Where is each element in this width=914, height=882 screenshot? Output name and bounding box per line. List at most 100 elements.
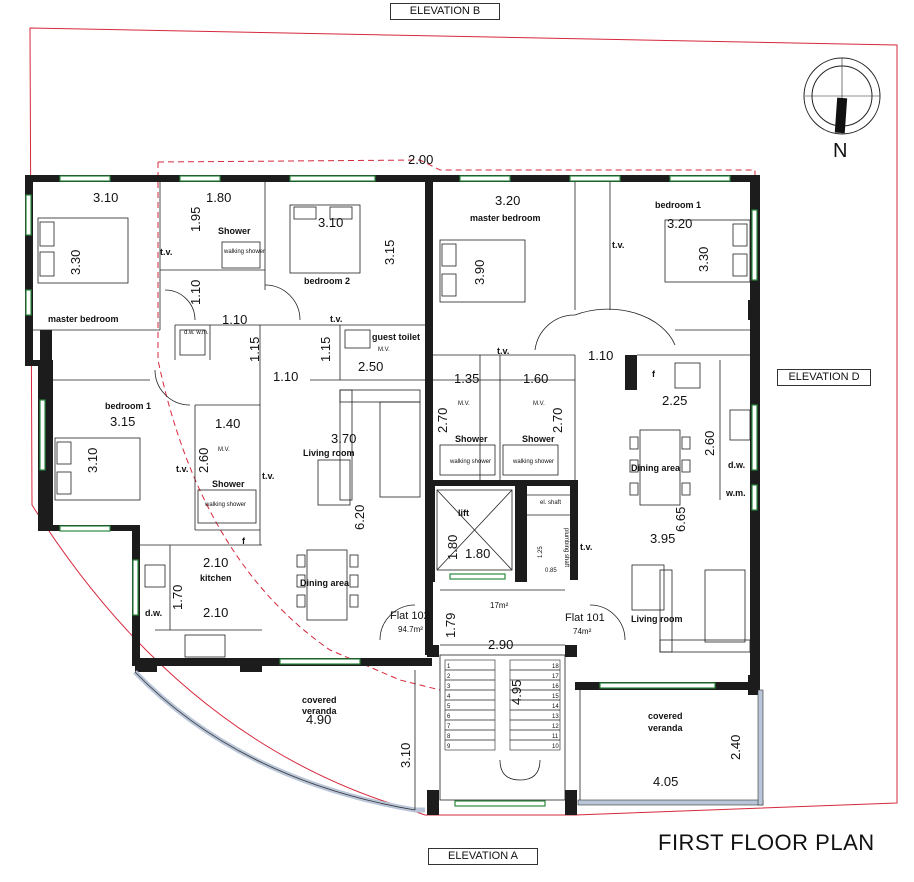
dimension: 2.10 xyxy=(203,605,228,620)
room-label: d.w. xyxy=(145,608,162,618)
room-label: M.V. xyxy=(533,401,545,407)
dimension: 3.10 xyxy=(318,215,343,230)
tv-label: t.v. xyxy=(497,346,509,356)
stair-step-number: 14 xyxy=(552,704,559,710)
dimension: 1.10 xyxy=(588,348,613,363)
room-label: kitchen xyxy=(200,573,232,583)
room-label: lift xyxy=(458,508,469,518)
room-label: walking shower xyxy=(223,249,265,255)
dimension: 1.15 xyxy=(318,337,333,362)
room-label: guest toilet xyxy=(372,332,420,342)
room-label: plumbing shaft xyxy=(563,528,569,567)
dimension: 3.95 xyxy=(650,531,675,546)
dimension: 1.80 xyxy=(206,190,231,205)
dimension: 3.10 xyxy=(85,448,100,473)
stair-step-number: 6 xyxy=(447,714,451,720)
dimension: 1.10 xyxy=(222,312,247,327)
dimension: 3.20 xyxy=(667,216,692,231)
f-label: f xyxy=(652,369,656,379)
dimension: 1.79 xyxy=(443,613,458,638)
tv-label: t.v. xyxy=(330,314,342,324)
flat-102-label: Flat 102 xyxy=(390,610,430,622)
stair-step-number: 3 xyxy=(447,684,451,690)
dimension: 2.70 xyxy=(550,408,565,433)
dimension: 2.40 xyxy=(728,735,743,760)
room-label: Shower xyxy=(212,479,245,489)
dimension: 1.10 xyxy=(188,280,203,305)
stair-step-number: 18 xyxy=(552,664,559,670)
dimension: 6.20 xyxy=(352,505,367,530)
room-label: veranda xyxy=(302,706,338,716)
dimension: 1.35 xyxy=(454,371,479,386)
dimension: 2.90 xyxy=(488,637,513,652)
dimension: 1.70 xyxy=(170,585,185,610)
dimension: 2.00 xyxy=(408,152,433,167)
north-label: N xyxy=(833,140,848,162)
dimension: 1.25 xyxy=(538,546,544,558)
beds xyxy=(37,204,751,501)
stair-step-number: 7 xyxy=(447,724,451,730)
stair-step-number: 5 xyxy=(447,704,451,710)
dimension: 4.95 xyxy=(509,680,524,705)
room-label: walking shower xyxy=(512,459,554,465)
room-label: covered xyxy=(302,695,337,705)
interior-partitions xyxy=(33,182,750,646)
dimension: 1.15 xyxy=(247,337,262,362)
stair-step-number: 15 xyxy=(552,694,559,700)
dimension: 6.65 xyxy=(673,507,688,532)
tv-label: t.v. xyxy=(262,471,274,481)
door-swings xyxy=(154,284,676,641)
lobby-area: 17m² xyxy=(490,601,509,610)
stair-step-number: 16 xyxy=(552,684,559,690)
tv-label: t.v. xyxy=(160,247,172,257)
dimension: 2.10 xyxy=(203,555,228,570)
dimension: 3.90 xyxy=(472,260,487,285)
dimension: 3.70 xyxy=(331,431,356,446)
stair-step-number: 2 xyxy=(447,674,451,680)
stair-step-number: 17 xyxy=(552,674,559,680)
dimension: 1.80 xyxy=(465,546,490,561)
windows xyxy=(25,175,758,807)
room-label: Living room xyxy=(631,614,683,624)
room-label: walking shower xyxy=(204,502,246,508)
dimension: 0.85 xyxy=(545,568,557,574)
dimension: 1.80 xyxy=(445,535,460,560)
dimension: 2.50 xyxy=(358,359,383,374)
stair-step-number: 13 xyxy=(552,714,559,720)
upper-floor-outline xyxy=(157,159,756,691)
stair-step-number: 1 xyxy=(447,664,451,670)
room-label: master bedroom xyxy=(48,314,119,324)
room-label: Shower xyxy=(455,434,488,444)
dimension: 2.60 xyxy=(196,448,211,473)
dimension: 1.40 xyxy=(215,416,240,431)
tv-label: t.v. xyxy=(580,542,592,552)
flat-101-area: 74m² xyxy=(573,627,592,636)
room-label: master bedroom xyxy=(470,213,541,223)
dimension: 3.20 xyxy=(495,193,520,208)
room-label: Dining area xyxy=(300,578,350,588)
furniture xyxy=(144,241,751,658)
room-label: walking shower xyxy=(449,459,491,465)
room-label: Shower xyxy=(522,434,555,444)
room-label: w.m. xyxy=(725,488,746,498)
dimension: 1.95 xyxy=(188,207,203,232)
tv-label: t.v. xyxy=(612,240,624,250)
dimension: 2.60 xyxy=(702,431,717,456)
dimension: 3.15 xyxy=(110,414,135,429)
page-title: FIRST FLOOR PLAN xyxy=(658,830,875,855)
stair-step-number: 11 xyxy=(552,734,559,740)
veranda-rails xyxy=(133,670,764,813)
north-arrow xyxy=(803,57,881,135)
dimension: 4.90 xyxy=(306,712,331,727)
staircase xyxy=(439,654,566,801)
room-label: el. shaft xyxy=(540,500,561,506)
dimension: 3.10 xyxy=(398,743,413,768)
stair-step-number: 10 xyxy=(552,744,559,750)
room-label: d.w. w.m. xyxy=(184,330,209,336)
flat-101-label: Flat 101 xyxy=(565,612,605,624)
stair-step-number: 9 xyxy=(447,744,451,750)
room-label: Dining area xyxy=(631,463,681,473)
room-label: bedroom 2 xyxy=(304,276,350,286)
